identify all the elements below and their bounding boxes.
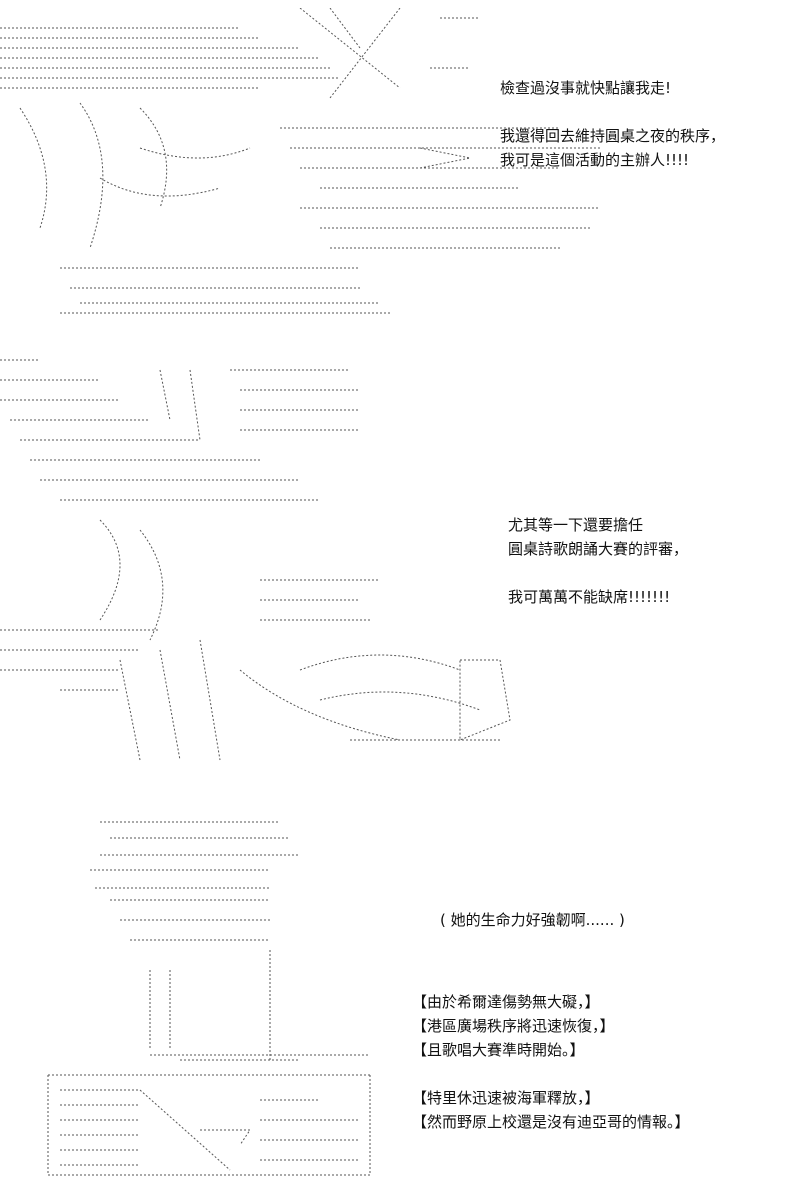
speech-line: 我可萬萬不能缺席!!!!!!!: [508, 588, 671, 606]
narration-line: 【港區廣場秩序將迅速恢復，】: [412, 1017, 615, 1035]
speech-line: 檢查過沒事就快點讓我走!: [500, 79, 672, 97]
narration-line: [412, 1062, 690, 1086]
narration-line: 【然而野原上校還是沒有迪亞哥的情報。】: [412, 1113, 690, 1131]
narration-line: 【特里休迅速被海軍釋放，】: [412, 1089, 600, 1107]
thought-text: ( 她的生命力好強韌啊...... ): [440, 911, 625, 929]
speech-line: 圓桌詩歌朗誦大賽的評審，: [508, 540, 689, 558]
speech-line: [500, 100, 725, 124]
narration-line: 【由於希爾達傷勢無大礙，】: [412, 993, 600, 1011]
speech-block-1: 檢查過沒事就快點讓我走! 我還得回去維持圓桌之夜的秩序， 我可是這個活動的主辦人…: [500, 76, 725, 172]
ascii-art-character-2: [0, 359, 511, 761]
panel-2: 尤其等一下還要擔任 圓桌詩歌朗誦大賽的評審， 我可萬萬不能缺席!!!!!!!: [0, 340, 800, 770]
ascii-art-character-1: [0, 8, 600, 314]
panel-3: ( 她的生命力好強韌啊...... ) 【由於希爾達傷勢無大礙，】 【港區廣場秩…: [0, 800, 800, 1200]
speech-line: 我還得回去維持圓桌之夜的秩序，: [500, 127, 726, 145]
ascii-art-character-3: [47, 821, 371, 1176]
narration-line: 【且歌唱大賽準時開始。】: [412, 1041, 585, 1059]
speech-block-2: 尤其等一下還要擔任 圓桌詩歌朗誦大賽的評審， 我可萬萬不能缺席!!!!!!!: [508, 513, 688, 609]
speech-line: [508, 561, 688, 585]
speech-line: 尤其等一下還要擔任: [508, 516, 644, 534]
panel-1: 檢查過沒事就快點讓我走! 我還得回去維持圓桌之夜的秩序， 我可是這個活動的主辦人…: [0, 0, 800, 330]
speech-line: 我可是這個活動的主辦人!!!!: [500, 151, 690, 169]
narration-block: 【由於希爾達傷勢無大礙，】 【港區廣場秩序將迅速恢復，】 【且歌唱大賽準時開始。…: [412, 990, 690, 1134]
